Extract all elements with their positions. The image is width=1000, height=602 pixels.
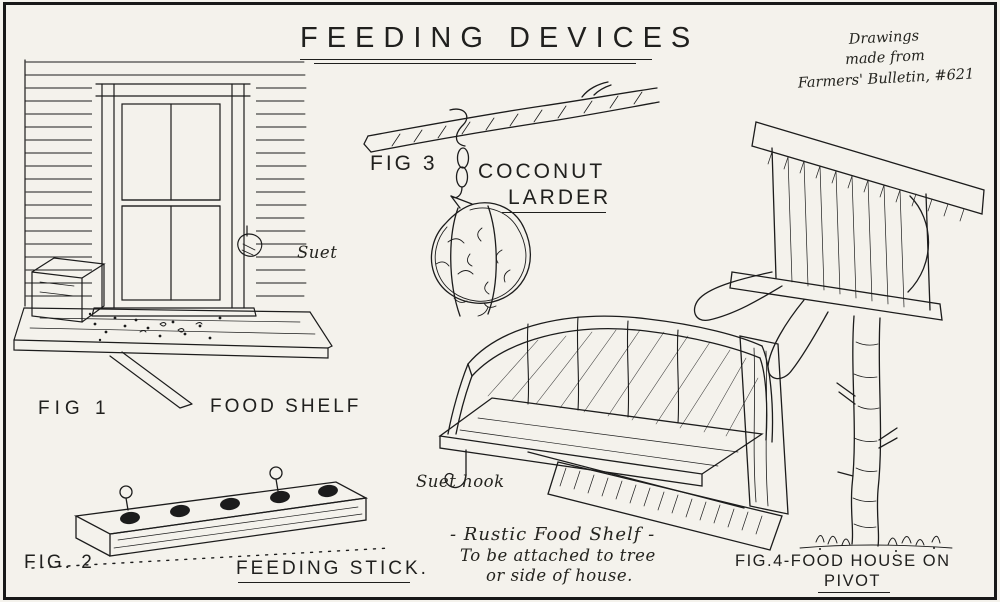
fig1-suet-label: Suet <box>297 243 338 262</box>
pivot-post <box>836 315 898 547</box>
title-underline-2 <box>314 63 636 64</box>
fig4-food-house-illustration <box>693 121 985 552</box>
mount-slab <box>739 335 789 515</box>
rail-spindles <box>526 316 680 424</box>
fig3-coconut-larder-illustration <box>363 81 660 317</box>
rustic-rail <box>447 315 774 443</box>
tree-branch <box>363 81 660 153</box>
perch-bracket-front <box>767 299 829 380</box>
fig3-caption-coconut: COCONUT <box>478 160 606 183</box>
credit-note: Drawings made from Farmers' Bulletin, #6… <box>781 23 990 95</box>
feeding-stick-board <box>73 481 369 557</box>
suet-lump <box>237 225 263 257</box>
rustic-caption-2: To be attached to tree <box>460 546 656 565</box>
fig1-food-shelf-illustration <box>13 59 333 409</box>
floor-board <box>729 271 943 321</box>
rustic-shelf-board <box>438 397 764 487</box>
rustic-food-shelf-illustration <box>438 315 789 551</box>
fig2-label: FIG. 2 <box>24 552 95 573</box>
larder-underline <box>502 212 606 213</box>
fig2-feeding-stick-illustration <box>31 466 391 569</box>
seed-hopper <box>31 257 106 323</box>
mesh-hatch <box>487 329 759 437</box>
shelf-diagonal-brace <box>527 451 745 509</box>
rustic-hook-label: Suet hook <box>416 472 505 491</box>
plate-title: FEEDING DEVICES <box>300 22 700 54</box>
fig2-caption: FEEDING STICK. <box>236 558 429 579</box>
fig3-caption-larder: LARDER <box>508 186 612 209</box>
feeding-stick-underline <box>238 582 410 583</box>
feeding-holes <box>120 484 338 525</box>
hanging-hook-and-chain <box>449 108 470 199</box>
fig4-caption-1: FIG.4-FOOD HOUSE ON <box>735 552 951 570</box>
window <box>91 83 257 317</box>
roof <box>751 121 985 222</box>
fig1-caption: FOOD SHELF <box>210 396 362 417</box>
shelf-brace <box>109 351 193 409</box>
fig3-label: FIG 3 <box>370 152 438 175</box>
rustic-caption-3: or side of house. <box>486 566 633 585</box>
ground-dotted-line <box>31 547 391 569</box>
house-body <box>771 147 931 311</box>
scattered-seed <box>88 312 222 342</box>
fig1-label: FIG 1 <box>38 398 111 419</box>
ground-grass <box>799 535 953 552</box>
shelf-board <box>13 307 333 359</box>
seed-squiggles <box>139 322 203 333</box>
title-underline-1 <box>300 59 652 60</box>
fig4-caption-2: PIVOT <box>824 572 882 590</box>
pivot-underline <box>818 592 890 593</box>
perch-bracket-left <box>693 271 783 321</box>
screw-eyes <box>119 466 283 511</box>
rustic-caption-1: - Rustic Food Shelf - <box>450 524 656 545</box>
coconut <box>430 195 532 317</box>
suet-hook-shape <box>444 449 467 489</box>
